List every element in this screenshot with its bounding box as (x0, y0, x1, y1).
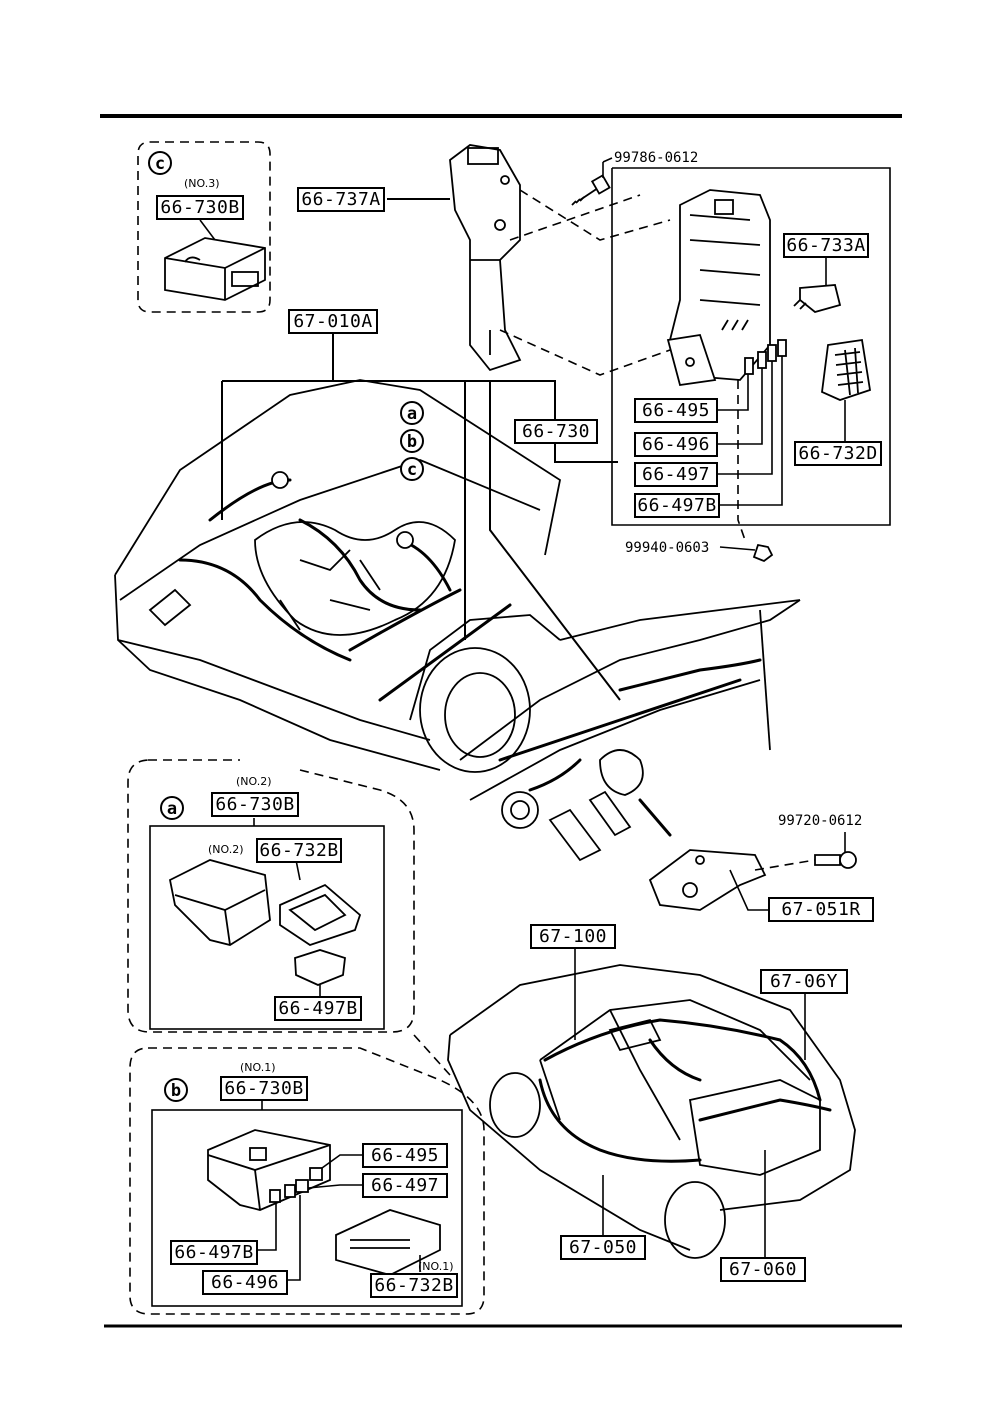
part-label-66-732D: 66-732D (794, 441, 882, 466)
bracket-66-737A-drawing (449, 144, 522, 372)
part-label-66-733A: 66-733A (783, 233, 869, 258)
fuse-block-no1-drawing (207, 1129, 441, 1276)
relay-66-733A-drawing (793, 284, 842, 313)
fuse-box-66-730-drawing (666, 189, 771, 387)
fuse-block-no2-drawing (168, 859, 362, 986)
part-label-66-497B-a: 66-497B (274, 996, 362, 1021)
part-label-67-051R: 67-051R (768, 897, 874, 922)
part-label-66-730B-no1: 66-730B (220, 1076, 308, 1101)
fastener-99940-0603: 99940-0603 (625, 540, 710, 556)
part-label-66-737A: 66-737A (297, 187, 385, 212)
part-label-66-497: 66-497 (634, 462, 718, 487)
fastener-99786-0612: 99786-0612 (614, 150, 699, 166)
part-label-66-732B-no1: 66-732B (370, 1273, 458, 1298)
rear-car-drawing (447, 964, 856, 1259)
note-no1-inner: (NO.1) (418, 1260, 454, 1273)
dashboard-drawing (459, 599, 801, 862)
part-label-67-100: 67-100 (530, 924, 616, 949)
part-label-66-497-b: 66-497 (362, 1173, 448, 1198)
part-label-67-06Y: 67-06Y (760, 969, 848, 994)
note-no2: (NO.2) (236, 775, 272, 788)
detail-b-frame (129, 1047, 485, 1315)
callout-a-detail: a (160, 796, 184, 820)
callout-b: b (400, 429, 424, 453)
part-label-66-730: 66-730 (514, 419, 598, 444)
note-no2-inner: (NO.2) (208, 843, 244, 856)
fuse-block-no3-drawing (164, 237, 266, 301)
detail-c-frame (137, 141, 271, 313)
part-label-66-495: 66-495 (634, 398, 718, 423)
part-label-66-496: 66-496 (634, 432, 718, 457)
note-no1: (NO.1) (240, 1061, 276, 1074)
callout-c: c (400, 457, 424, 481)
part-label-66-497B-b: 66-497B (170, 1240, 258, 1265)
front-car-drawing (114, 379, 801, 773)
part-label-67-060: 67-060 (720, 1257, 806, 1282)
detail-a-inner-frame (149, 825, 385, 1030)
part-label-66-730B-no3: 66-730B (156, 195, 244, 220)
callout-c-detail: c (148, 151, 172, 175)
part-label-66-495-b: 66-495 (362, 1143, 448, 1168)
part-label-67-010A: 67-010A (288, 309, 378, 334)
bolt-99786-0612-drawing (571, 174, 611, 206)
detail-a-frame (127, 759, 415, 1033)
callout-b-detail: b (164, 1078, 188, 1102)
detail-b-inner-frame (151, 1109, 463, 1307)
part-label-67-050: 67-050 (560, 1235, 646, 1260)
callout-a: a (400, 401, 424, 425)
part-label-66-497B: 66-497B (634, 493, 720, 518)
part-label-66-730B-no2: 66-730B (211, 792, 299, 817)
part-label-66-496-b: 66-496 (202, 1270, 288, 1295)
fastener-99720-0612: 99720-0612 (778, 813, 863, 829)
cover-66-732D-drawing (821, 338, 872, 401)
part-label-66-732B-no2: 66-732B (256, 838, 342, 863)
note-no3: (NO.3) (184, 177, 220, 190)
bracket-67-051R-drawing (648, 849, 767, 911)
